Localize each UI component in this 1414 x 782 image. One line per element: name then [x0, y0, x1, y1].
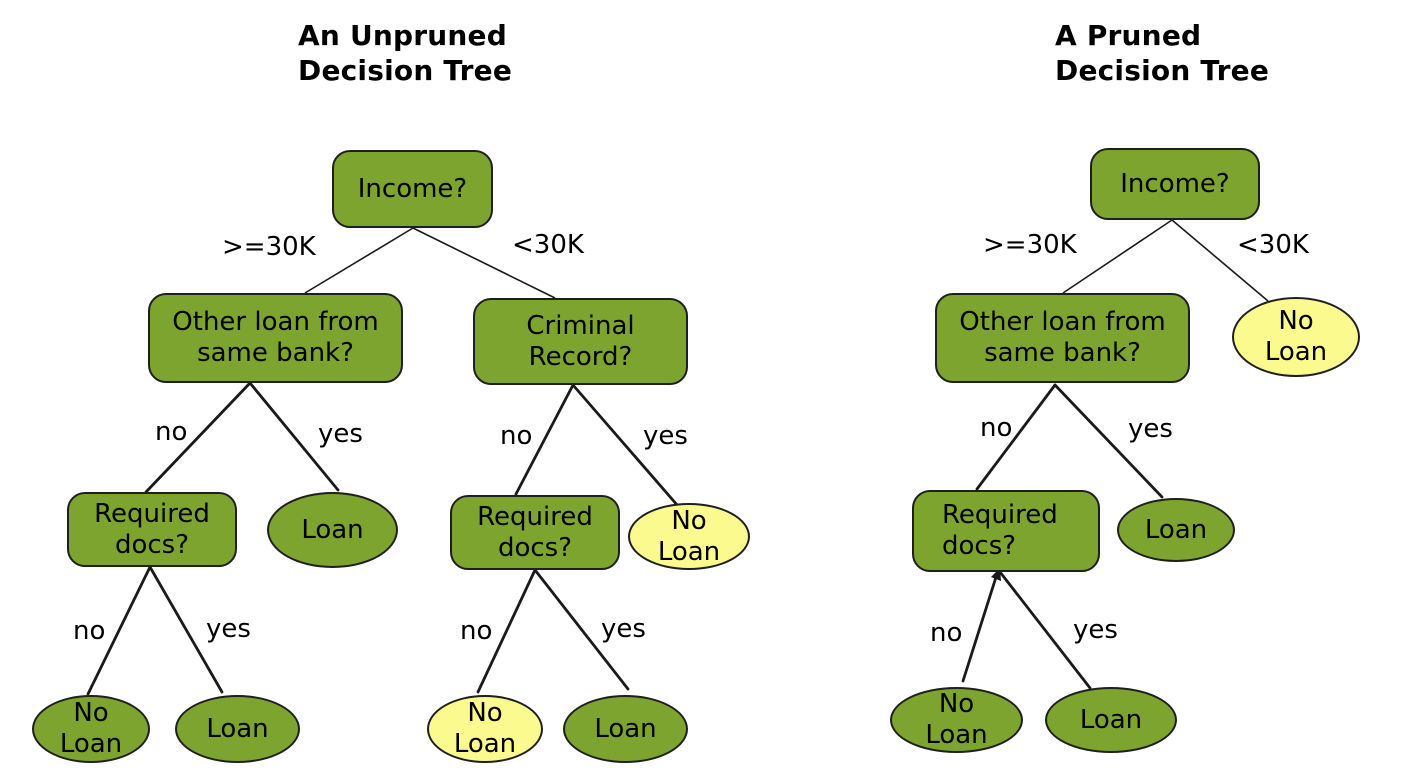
edge-p-otherloan-yes: [1053, 383, 1164, 499]
edge-requireddocs-no: [86, 565, 152, 696]
unpruned-label-yes-level3-mid: yes: [601, 614, 646, 644]
edge-income-ge30k: [304, 227, 414, 294]
node-label: Loan: [1144, 514, 1208, 545]
unpruned-leaf-no-loan-bottom-left: No Loan: [32, 695, 150, 763]
node-label: Loan: [301, 514, 364, 545]
edge-requireddocs2-no: [476, 568, 537, 694]
pruned-label-lt30k: <30K: [1237, 230, 1309, 260]
node-label: Required docs?: [477, 501, 593, 563]
unpruned-label-ge30k: >=30K: [222, 232, 316, 262]
edge-requireddocs-yes: [148, 565, 224, 694]
pruned-leaf-no-loan-yellow: No Loan: [1232, 297, 1360, 377]
unpruned-node-other-loan: Other loan from same bank?: [148, 293, 403, 383]
pruned-label-yes-level2: yes: [1128, 414, 1173, 444]
pruned-leaf-loan-level3: Loan: [1117, 498, 1235, 562]
edge-requireddocs2-yes: [533, 568, 630, 691]
pruned-tree-title: A Pruned Decision Tree: [1055, 19, 1270, 87]
unpruned-leaf-no-loan-yellow-level3: No Loan: [628, 503, 750, 570]
node-label: No Loan: [453, 698, 517, 759]
unpruned-node-required-docs-left: Required docs?: [67, 492, 237, 567]
unpruned-label-yes-level3-left: yes: [206, 614, 251, 644]
edge-p-requireddocs-yes: [998, 570, 1092, 690]
pruned-label-ge30k: >=30K: [983, 230, 1077, 260]
unpruned-leaf-loan-bottom-mid: Loan: [563, 695, 688, 763]
unpruned-label-no-level2: no: [155, 417, 188, 447]
edge-p-income-lt30k: [1171, 219, 1269, 302]
unpruned-label-no-level3-mid: no: [460, 616, 493, 646]
node-label: Other loan from same bank?: [172, 307, 379, 368]
pruned-node-other-loan: Other loan from same bank?: [935, 293, 1190, 383]
unpruned-node-criminal-record: Criminal Record?: [473, 298, 688, 385]
pruned-label-yes-level3: yes: [1073, 615, 1118, 645]
unpruned-leaf-no-loan-yellow-bottom: No Loan: [427, 695, 543, 763]
node-label: Required docs?: [94, 498, 210, 560]
unpruned-label-lt30k: <30K: [512, 230, 584, 260]
unpruned-node-required-docs-mid: Required docs?: [450, 495, 620, 570]
node-label: Loan: [206, 713, 269, 744]
pruned-label-no-level3: no: [930, 618, 963, 648]
node-label: Criminal Record?: [526, 310, 635, 372]
node-label: Required docs?: [942, 500, 1058, 561]
unpruned-leaf-loan-level3: Loan: [267, 492, 398, 568]
node-label: No Loan: [59, 698, 123, 759]
node-label: Other loan from same bank?: [959, 307, 1166, 368]
node-label: Income?: [357, 173, 468, 204]
pruned-node-required-docs: Required docs?: [912, 490, 1100, 572]
node-label: Loan: [594, 713, 657, 744]
unpruned-label-no-level3-left: no: [73, 616, 106, 646]
node-label: Loan: [1079, 704, 1143, 735]
unpruned-label-yes-criminal: yes: [643, 421, 688, 451]
node-label: No Loan: [925, 689, 988, 750]
node-label: No Loan: [657, 505, 721, 567]
unpruned-node-income: Income?: [332, 150, 493, 228]
edge-p-requireddocs-no: [961, 572, 999, 683]
pruned-leaf-loan-bottom: Loan: [1045, 687, 1177, 753]
unpruned-leaf-loan-bottom-left: Loan: [175, 695, 300, 763]
edge-otherloan-no: [144, 381, 252, 494]
edge-otherloan-yes: [248, 381, 340, 492]
edge-criminal-no: [514, 383, 575, 496]
edge-p-income-ge30k: [1062, 219, 1173, 294]
pruned-node-income: Income?: [1090, 148, 1260, 220]
pruned-leaf-no-loan-bottom: No Loan: [890, 687, 1023, 753]
pruned-label-no-level2: no: [980, 413, 1013, 443]
node-label: Income?: [1120, 168, 1230, 199]
unpruned-label-yes-level2: yes: [318, 419, 363, 449]
unpruned-label-no-criminal: no: [500, 421, 533, 451]
edge-income-lt30k: [412, 227, 556, 299]
node-label: No Loan: [1264, 306, 1328, 367]
edge-p-otherloan-no: [975, 383, 1057, 491]
unpruned-tree-title: An Unpruned Decision Tree: [298, 19, 513, 87]
edge-criminal-yes: [571, 383, 680, 508]
